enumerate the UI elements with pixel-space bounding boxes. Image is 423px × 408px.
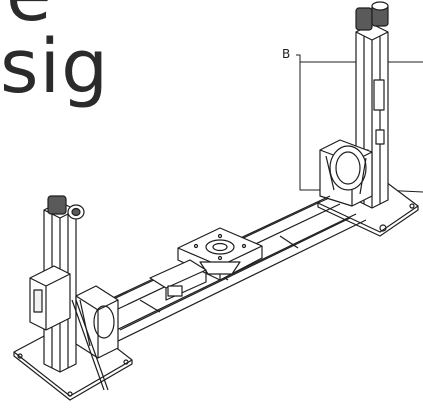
right-motor [355,1,389,31]
left-motor [47,195,85,220]
left-headstock [75,285,119,359]
headline-line-1: e [0,0,109,32]
beam-carriage [149,259,207,301]
headline-text: e sig [0,0,109,104]
right-headstock [319,139,373,207]
callout-label-b: B [282,47,291,61]
left-control-box [29,265,71,331]
left-brace [71,299,109,391]
headline-line-2: sig [0,24,110,110]
